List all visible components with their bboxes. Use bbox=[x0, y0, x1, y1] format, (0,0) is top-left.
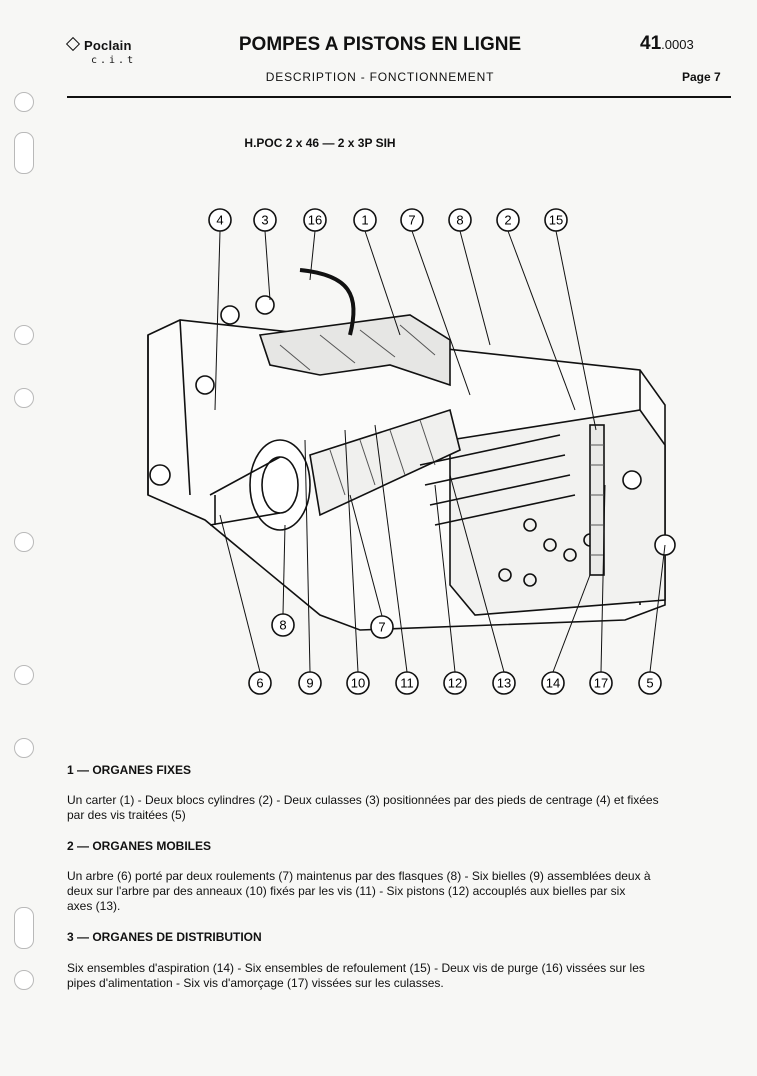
section-line: pipes d'alimentation - Six vis d'amorçag… bbox=[67, 976, 444, 990]
leader-line bbox=[264, 230, 271, 301]
callout-circle bbox=[541, 671, 565, 695]
callout-number: 3 bbox=[261, 213, 268, 228]
callout-number: 10 bbox=[351, 676, 365, 691]
brand-subtitle: c.i.t bbox=[91, 55, 137, 66]
callout-number: 8 bbox=[456, 213, 463, 228]
model-designation: H.POC 2 x 46 — 2 x 3P SIH bbox=[244, 136, 396, 150]
callout-number: 14 bbox=[546, 676, 560, 691]
callout-number: 4 bbox=[216, 213, 223, 228]
callout-number: 9 bbox=[306, 676, 313, 691]
callout-number: 8 bbox=[279, 618, 286, 633]
section-heading: 2 — ORGANES MOBILES bbox=[67, 839, 212, 853]
leader-line bbox=[459, 230, 491, 346]
brand-name: Poclain bbox=[84, 38, 132, 53]
leader-line bbox=[434, 484, 456, 673]
callout-number: 12 bbox=[448, 676, 462, 691]
leader-line bbox=[449, 474, 505, 673]
leader-line bbox=[600, 484, 606, 673]
callout-circle bbox=[395, 671, 419, 695]
callout-number: 1 bbox=[361, 213, 368, 228]
document-number-suffix: .0003 bbox=[661, 37, 694, 52]
callout-number: 17 bbox=[594, 676, 608, 691]
section-line: axes (13). bbox=[67, 899, 121, 913]
binder-hole bbox=[14, 388, 34, 408]
callout-circle bbox=[589, 671, 613, 695]
section-heading: 3 — ORGANES DE DISTRIBUTION bbox=[67, 930, 262, 944]
leader-line bbox=[374, 424, 408, 673]
leader-line bbox=[282, 524, 286, 615]
binder-slot bbox=[14, 132, 34, 174]
section-line: Six ensembles d'aspiration (14) - Six en… bbox=[67, 961, 645, 975]
callout-circle bbox=[370, 615, 394, 639]
callout-number: 7 bbox=[378, 620, 385, 635]
page-subtitle: DESCRIPTION - FONCTIONNEMENT bbox=[265, 70, 495, 84]
section-body: Un carter (1) - Deux blocs cylindres (2)… bbox=[67, 793, 723, 823]
callout-number: 15 bbox=[549, 213, 563, 228]
callout-circle bbox=[544, 208, 568, 232]
brand-logo: Poclain bbox=[65, 36, 132, 53]
pump-body bbox=[147, 268, 676, 631]
callout-number: 6 bbox=[256, 676, 263, 691]
leader-line bbox=[364, 230, 401, 336]
callout-circle bbox=[492, 671, 516, 695]
callout-number: 11 bbox=[400, 676, 414, 691]
leader-line bbox=[214, 230, 221, 411]
diamond-logo-icon bbox=[65, 36, 81, 52]
binder-hole bbox=[14, 738, 34, 758]
section-line: Un arbre (6) porté par deux roulements (… bbox=[67, 869, 651, 883]
leader-line bbox=[309, 230, 316, 281]
callout-circle bbox=[400, 208, 424, 232]
callout-number: 13 bbox=[497, 676, 511, 691]
section-line: deux sur l'arbre par des anneaux (10) fi… bbox=[67, 884, 626, 898]
callout-leaders bbox=[214, 230, 666, 673]
leader-line bbox=[304, 439, 311, 673]
callout-circle bbox=[346, 671, 370, 695]
callout-circle bbox=[638, 671, 662, 695]
leader-line bbox=[552, 574, 591, 673]
binder-slot bbox=[14, 907, 34, 949]
section-line: Un carter (1) - Deux blocs cylindres (2)… bbox=[67, 793, 659, 807]
page-title: POMPES A PISTONS EN LIGNE bbox=[238, 34, 522, 55]
callout-number: 5 bbox=[646, 676, 653, 691]
binder-hole bbox=[14, 665, 34, 685]
binder-hole bbox=[14, 532, 34, 552]
binder-hole bbox=[14, 970, 34, 990]
leader-line bbox=[411, 230, 471, 396]
callout-circle bbox=[208, 208, 232, 232]
section-line: par des vis traitées (5) bbox=[67, 808, 186, 822]
page-number: Page 7 bbox=[682, 70, 721, 84]
callout-circle bbox=[303, 208, 327, 232]
callout-circle bbox=[448, 208, 472, 232]
leader-line bbox=[344, 429, 359, 673]
leader-line bbox=[555, 230, 597, 431]
leader-line bbox=[507, 230, 576, 411]
callout-number: 16 bbox=[308, 213, 322, 228]
callout-circle bbox=[271, 613, 295, 637]
document-number-main: 41 bbox=[640, 33, 662, 54]
section-body: Six ensembles d'aspiration (14) - Six en… bbox=[67, 961, 723, 991]
callout-circle bbox=[253, 208, 277, 232]
leader-line bbox=[349, 494, 383, 617]
document-number: 41.0003 bbox=[640, 33, 694, 55]
section-heading: 1 — ORGANES FIXES bbox=[67, 763, 192, 777]
leader-line bbox=[219, 514, 261, 673]
callout-circle bbox=[298, 671, 322, 695]
leader-line bbox=[649, 544, 666, 673]
callout-number: 2 bbox=[504, 213, 511, 228]
binder-hole bbox=[14, 325, 34, 345]
header-rule bbox=[67, 96, 731, 98]
callout-circle bbox=[496, 208, 520, 232]
section-body: Un arbre (6) porté par deux roulements (… bbox=[67, 869, 723, 914]
callout-number: 7 bbox=[408, 213, 415, 228]
binder-hole bbox=[14, 92, 34, 112]
callout-circle bbox=[353, 208, 377, 232]
callout-circle bbox=[248, 671, 272, 695]
callout-circle bbox=[443, 671, 467, 695]
